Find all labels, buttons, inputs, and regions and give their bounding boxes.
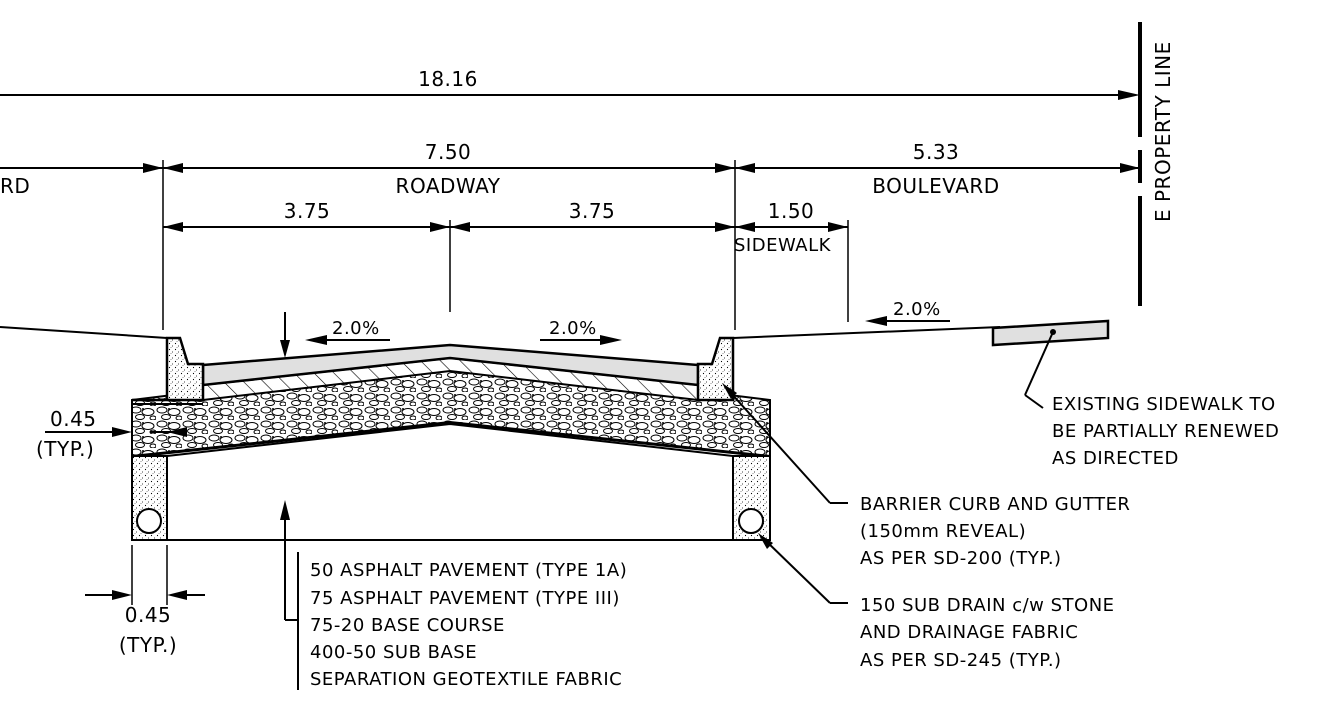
layer-note-4: SEPARATION GEOTEXTILE FABRIC <box>310 669 622 690</box>
arrowhead-icon <box>715 222 735 232</box>
subdrain-note-line-2: AS PER SD-245 (TYP.) <box>860 650 1062 671</box>
arrowhead-icon <box>1120 163 1140 173</box>
sidewalk-note-line-2: AS DIRECTED <box>1052 448 1179 469</box>
right-lane-width: 3.75 <box>569 199 616 223</box>
arrowhead-icon <box>280 340 290 358</box>
sidewalk-width-value: 1.50 <box>768 199 815 223</box>
arrowhead-icon <box>280 500 290 520</box>
arrowhead-icon <box>450 222 470 232</box>
overall-dimension: 18.16 <box>0 67 1140 100</box>
arrowhead-icon <box>600 335 622 345</box>
property-line: E PROPERTY LINE <box>1138 22 1175 306</box>
arrowhead-icon <box>1118 90 1140 100</box>
arrowhead-icon <box>735 222 755 232</box>
slope-boulevard: 2.0% <box>865 299 950 326</box>
right-subdrain-pipe <box>738 508 764 534</box>
ground-lines <box>0 319 1110 347</box>
subdrain-offset-left: 0.45 (TYP.) <box>36 407 187 461</box>
subdrain-offset-bottom: 0.45 (TYP.) <box>85 545 205 657</box>
left-cut-label: RD <box>0 174 30 198</box>
subdrain-offset-left-typ: (TYP.) <box>36 437 94 461</box>
layer-note-3: 400-50 SUB BASE <box>310 642 477 663</box>
arrowhead-icon <box>163 222 183 232</box>
arrowhead-icon <box>143 163 163 173</box>
arrowhead-icon <box>305 335 327 345</box>
curb-note: BARRIER CURB AND GUTTER (150mm REVEAL) A… <box>722 383 1130 569</box>
layer-notes: 50 ASPHALT PAVEMENT (TYPE 1A) 75 ASPHALT… <box>280 500 627 690</box>
arrowhead-icon <box>430 222 450 232</box>
sidewalk-note-line-0: EXISTING SIDEWALK TO <box>1052 394 1276 415</box>
subdrain-offset-bottom-typ: (TYP.) <box>119 633 177 657</box>
overall-dimension-value: 18.16 <box>418 67 478 91</box>
arrowhead-icon <box>828 222 848 232</box>
curb-note-line-0: BARRIER CURB AND GUTTER <box>860 494 1130 515</box>
sidewalk-label: SIDEWALK <box>734 235 832 256</box>
boulevard-label: BOULEVARD <box>872 174 999 198</box>
sidewalk-dimension: 1.50 SIDEWALK <box>734 199 848 256</box>
slope-roadway-right-value: 2.0% <box>549 318 597 339</box>
slope-roadway-left: 2.0% <box>305 318 390 345</box>
left-barrier-curb <box>132 336 205 402</box>
subdrain-note: 150 SUB DRAIN c/w STONE AND DRAINAGE FAB… <box>758 533 1115 671</box>
arrowhead-icon <box>715 163 735 173</box>
arrowhead-icon <box>112 427 132 437</box>
roadway-label: ROADWAY <box>396 174 501 198</box>
subdrain-offset-left-value: 0.45 <box>50 407 97 431</box>
arrowhead-icon <box>758 533 773 549</box>
layer-note-2: 75-20 BASE COURSE <box>310 615 505 636</box>
roadway-width-value: 7.50 <box>425 140 472 164</box>
slope-boulevard-value: 2.0% <box>893 299 941 320</box>
curb-note-line-1: (150mm REVEAL) <box>860 521 1026 542</box>
subdrain-offset-bottom-value: 0.45 <box>125 603 172 627</box>
slope-roadway-right: 2.0% <box>540 318 622 345</box>
sidewalk-note-line-1: BE PARTIALLY RENEWED <box>1052 421 1279 442</box>
arrowhead-icon <box>722 383 737 399</box>
crown-marker <box>280 312 290 358</box>
subdrain-note-line-1: AND DRAINAGE FABRIC <box>860 622 1078 643</box>
boulevard-width-value: 5.33 <box>913 140 960 164</box>
arrowhead-icon <box>865 316 887 326</box>
left-lane-width: 3.75 <box>284 199 331 223</box>
arrowhead-icon <box>735 163 755 173</box>
lane-dimension: 3.75 3.75 <box>163 199 735 232</box>
road-structure <box>131 336 771 541</box>
property-line-label: E PROPERTY LINE <box>1151 41 1175 222</box>
slope-roadway-left-value: 2.0% <box>332 318 380 339</box>
arrowhead-icon <box>163 163 183 173</box>
subdrain-note-line-0: 150 SUB DRAIN c/w STONE <box>860 595 1115 616</box>
sidewalk-note: EXISTING SIDEWALK TO BE PARTIALLY RENEWE… <box>1024 331 1279 469</box>
layer-note-0: 50 ASPHALT PAVEMENT (TYPE 1A) <box>310 560 627 581</box>
left-subdrain-pipe <box>136 508 162 534</box>
extension-lines <box>162 160 849 330</box>
arrowhead-icon <box>112 590 132 600</box>
arrowhead-icon <box>167 427 187 437</box>
curb-note-line-2: AS PER SD-200 (TYP.) <box>860 548 1062 569</box>
arrowhead-icon <box>167 590 187 600</box>
roadway-dimension: RD 7.50 ROADWAY 5.33 BOULEVARD <box>0 140 1140 198</box>
layer-note-1: 75 ASPHALT PAVEMENT (TYPE III) <box>310 588 620 609</box>
